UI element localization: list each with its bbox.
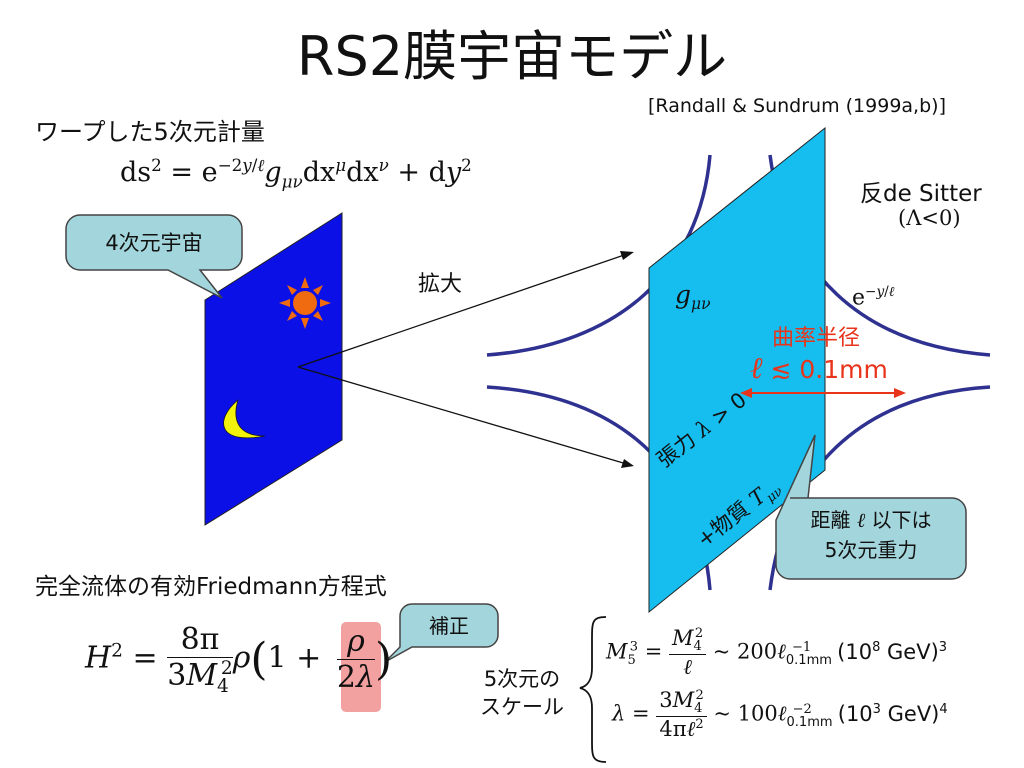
callout-5d-line1: 距離 ℓ 以下は xyxy=(810,508,932,532)
callout-4d-text: 4次元宇宙 xyxy=(105,231,203,255)
friedmann-heading: 完全流体の有効Friedmann方程式 xyxy=(35,574,387,600)
scale-label-line1: 5次元の xyxy=(483,667,561,691)
small-brane xyxy=(204,212,343,526)
sun-icon xyxy=(279,277,331,329)
correction-highlight xyxy=(341,622,381,712)
callout-5d-shape xyxy=(775,434,967,580)
expand-label: 拡大 xyxy=(418,272,463,297)
callout-5d-text: 距離 ℓ 以下は 5次元重力 xyxy=(776,505,966,565)
callout-5d-line2: 5次元重力 xyxy=(824,538,918,562)
ads-label: 反de Sitter xyxy=(860,181,982,207)
citation: [Randall & Sundrum (1999a,b)] xyxy=(648,95,946,117)
curvature-value: ℓ ≲ 0.1mm xyxy=(750,351,888,386)
scale-label-line2: スケール xyxy=(480,695,564,719)
metric-heading: ワープした5次元計量 xyxy=(35,118,265,146)
slide-title: RS2膜宇宙モデル xyxy=(296,25,728,88)
large-brane xyxy=(648,126,826,614)
metric-formula: ds2 = e−2y/ℓgμνdxμdxν + dy2 xyxy=(120,155,472,192)
warp-factor: e−y/ℓ xyxy=(852,284,895,311)
callout-correction-text: 補正 xyxy=(429,614,469,638)
moon-icon xyxy=(223,398,266,439)
scale-brace xyxy=(579,616,607,763)
brane-metric: gμν xyxy=(675,280,711,313)
callout-4d-shape xyxy=(65,214,243,299)
ads-condition: (Λ<0) xyxy=(898,206,961,230)
curvature-title: 曲率半径 xyxy=(772,326,861,351)
callout-correction-shape xyxy=(384,603,499,663)
scale-label: 5次元の スケール xyxy=(462,665,582,721)
